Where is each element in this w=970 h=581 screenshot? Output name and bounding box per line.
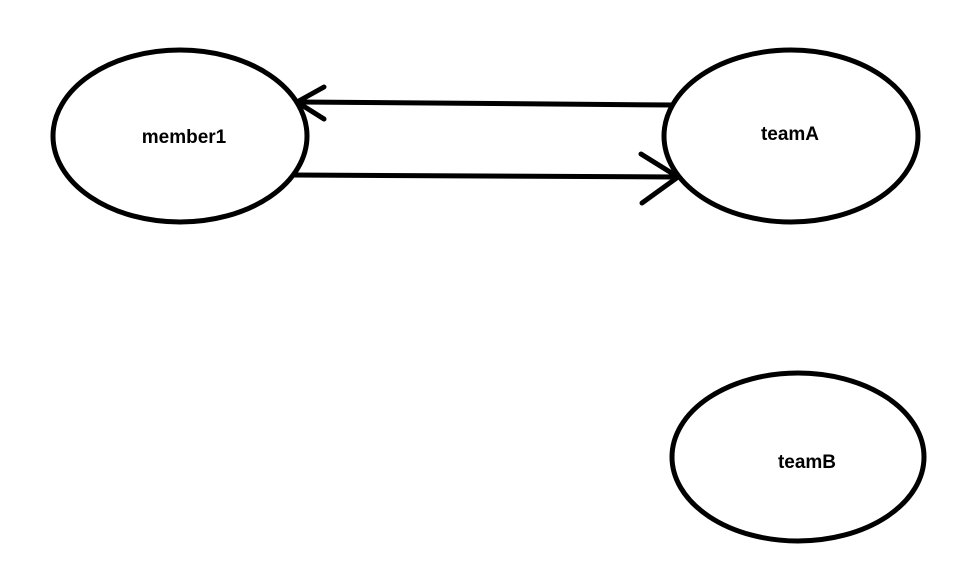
- node-member1: member1: [50, 47, 310, 225]
- node-teamB: teamB: [669, 370, 927, 544]
- edge-teamA-to-member1-arrowhead-barb: [294, 99, 327, 122]
- node-teamB-ellipse: [669, 370, 927, 544]
- node-teamA: teamA: [661, 47, 921, 225]
- node-teamA-ellipse: [661, 47, 921, 225]
- edge-member1-to-teamA-arrowhead-barb: [638, 151, 681, 180]
- node-member1-ellipse: [50, 47, 310, 225]
- edge-teamA-to-member1-line: [298, 99, 674, 108]
- edge-member1-to-teamA: [292, 151, 681, 206]
- node-teamA-label: teamA: [761, 124, 819, 145]
- node-teamB-label: teamB: [778, 452, 836, 473]
- edge-teamA-to-member1-arrowhead-barb: [294, 84, 327, 105]
- edge-member1-to-teamA-line: [292, 172, 677, 180]
- node-member1-label: member1: [142, 127, 227, 148]
- edge-member1-to-teamA-arrowhead-barb: [639, 174, 681, 206]
- edge-teamA-to-member1: [294, 84, 674, 122]
